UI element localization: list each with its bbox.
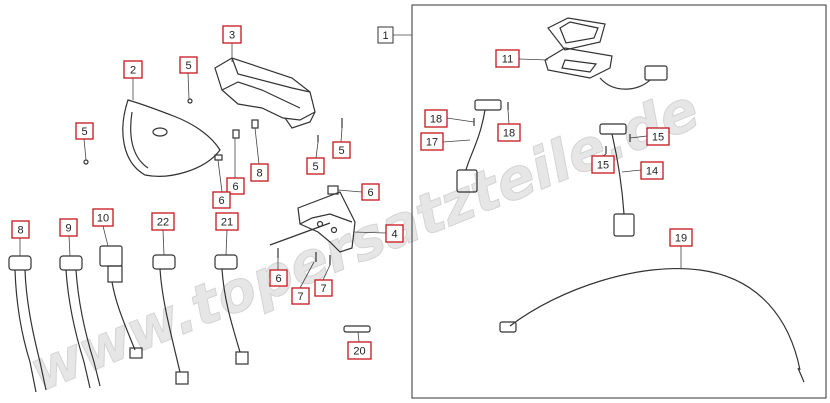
bulb-socket-8: [8, 255, 47, 393]
svg-text:4: 4: [391, 229, 397, 241]
callout-22: 22: [151, 212, 175, 231]
callout-11: 11: [495, 49, 520, 68]
svg-text:18: 18: [503, 128, 515, 140]
callout-8a: 8: [250, 163, 269, 182]
svg-text:18: 18: [430, 114, 442, 126]
bulb-socket-9: [59, 255, 101, 389]
part-20-pin: [343, 325, 371, 333]
callout-8b: 8: [11, 220, 30, 239]
assembly-frame: [411, 4, 827, 399]
instrument-housing-part: [214, 57, 316, 129]
callout-6a: 6: [226, 177, 245, 195]
wiring-harness-17: [456, 99, 502, 193]
svg-text:3: 3: [229, 30, 235, 42]
callout-3: 3: [222, 25, 242, 44]
svg-text:1: 1: [382, 30, 388, 42]
callout-6c: 6: [361, 183, 380, 201]
svg-text:6: 6: [275, 273, 281, 285]
svg-text:6: 6: [218, 195, 224, 207]
callout-17: 17: [420, 132, 444, 151]
callout-6d: 6: [269, 269, 288, 287]
callout-14: 14: [640, 161, 664, 180]
svg-text:5: 5: [338, 145, 344, 157]
callout-6b: 6: [212, 191, 231, 209]
svg-text:10: 10: [97, 213, 109, 225]
svg-text:11: 11: [502, 54, 513, 66]
svg-text:17: 17: [426, 137, 438, 149]
callout-10: 10: [92, 208, 114, 227]
svg-text:9: 9: [65, 223, 71, 235]
svg-text:5: 5: [185, 60, 191, 72]
callout-5b: 5: [75, 122, 94, 140]
wiring-harness-14: [599, 123, 635, 237]
svg-text:5: 5: [81, 126, 87, 138]
callout-5c: 5: [306, 157, 325, 175]
svg-text:8: 8: [17, 225, 23, 237]
svg-text:15: 15: [597, 160, 609, 172]
svg-text:8: 8: [256, 168, 262, 180]
speedometer-part-11: [544, 17, 668, 90]
svg-text:5: 5: [312, 161, 318, 173]
svg-text:19: 19: [675, 233, 687, 245]
svg-text:7: 7: [297, 291, 303, 303]
callout-2: 2: [123, 60, 143, 79]
callout-5d: 5: [332, 141, 351, 159]
callout-20: 20: [347, 341, 372, 360]
callout-15b: 15: [591, 155, 615, 174]
callout-7a: 7: [291, 287, 310, 305]
callout-1: 1: [377, 26, 394, 44]
svg-text:2: 2: [130, 65, 136, 77]
svg-text:22: 22: [157, 217, 169, 229]
callout-8-bracket: 8: [0, 0, 6, 3]
svg-text:6: 6: [367, 187, 373, 199]
callout-5a: 5: [179, 56, 198, 74]
svg-text:7: 7: [320, 283, 326, 295]
callout-21: 21: [215, 212, 239, 231]
callout-19: 19: [669, 228, 693, 247]
svg-text:6: 6: [232, 181, 238, 193]
callout-15a: 15: [646, 127, 670, 146]
leader-lines: [19, 43, 682, 343]
callout-7b: 7: [314, 279, 333, 297]
svg-text:20: 20: [353, 346, 365, 358]
callout-18b: 18: [497, 123, 521, 142]
mounting-bracket-part: [269, 191, 356, 253]
callout-9: 9: [59, 218, 78, 237]
callout-18a: 18: [424, 109, 448, 128]
front-cowl-part: [122, 99, 221, 177]
callout-4: 4: [385, 224, 404, 243]
svg-text:21: 21: [221, 217, 233, 229]
svg-text:15: 15: [652, 132, 664, 144]
switch-10: [99, 245, 143, 359]
svg-text:14: 14: [646, 166, 658, 178]
speedometer-cable-19: [499, 267, 805, 383]
